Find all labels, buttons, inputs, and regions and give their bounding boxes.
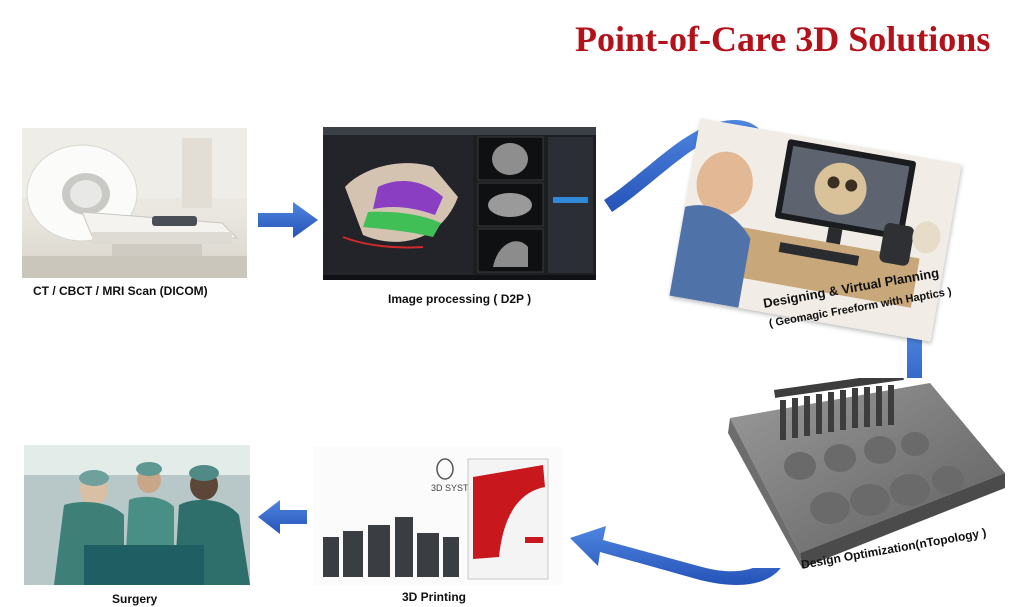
surgery-illustration — [24, 445, 250, 585]
processing-caption: Image processing ( D2P ) — [388, 292, 532, 306]
printers-illustration: 3D SYSTEMS — [313, 447, 563, 585]
planning-illustration — [669, 118, 962, 342]
arrow-printing-to-surgery — [258, 500, 307, 534]
mri-illustration — [22, 128, 247, 278]
design-optimization-image — [720, 371, 1015, 568]
printer-brand-logo-text: 3D SYSTEMS — [431, 483, 488, 493]
surgery-image — [24, 445, 250, 585]
d2p-illustration — [323, 127, 596, 280]
page-title: Point-of-Care 3D Solutions — [575, 19, 991, 59]
arrow-scan-to-processing — [258, 202, 318, 238]
printing-caption: 3D Printing — [402, 590, 467, 604]
d2p-software-screenshot — [323, 127, 596, 280]
surgery-caption: Surgery — [112, 592, 158, 606]
virtual-planning-image — [669, 118, 962, 342]
mri-scanner-image — [22, 128, 247, 278]
lattice-model-illustration — [728, 371, 1005, 568]
scan-caption: CT / CBCT / MRI Scan (DICOM) — [33, 284, 208, 298]
3d-printers-image: 3D SYSTEMS — [313, 447, 563, 585]
